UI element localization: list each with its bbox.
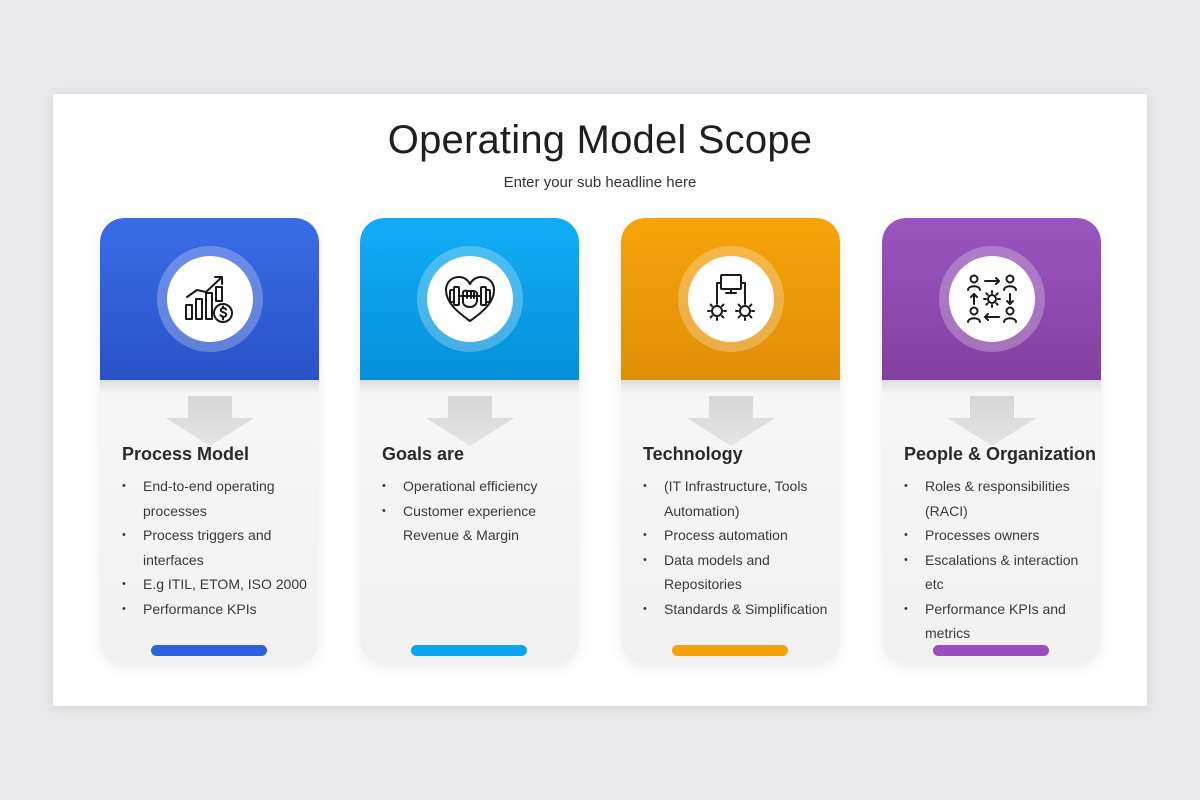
icon-badge (166, 256, 253, 342)
slide-title: Operating Model Scope (387, 118, 813, 162)
icon-ring (938, 246, 1045, 352)
growth-chart-dollar-icon (184, 276, 233, 323)
card-item-list: (IT Infrastructure, Tools Automation) Pr… (643, 474, 833, 621)
card-heading: Goals are (382, 444, 465, 464)
list-item: Process triggers and interfaces (122, 523, 312, 572)
accent-bar (933, 645, 1049, 656)
icon-ring (156, 246, 263, 352)
card-header (882, 218, 1101, 394)
computer-gears-icon (706, 274, 755, 321)
card-technology: Technology (IT Infrastructure, Tools Aut… (621, 218, 840, 664)
list-item: Escalations & interaction etc (904, 548, 1094, 597)
list-item: Process automation (643, 523, 833, 548)
list-item: Operational efficiency (382, 474, 572, 499)
list-item: Roles & responsibilities (RACI) (904, 474, 1094, 523)
card-goals: Goals are Operational efficiency Custome… (360, 218, 579, 664)
list-item: Data models and Repositories (643, 548, 833, 597)
card-item-list: End-to-end operating processes Process t… (122, 474, 312, 621)
heart-fitness-icon (444, 276, 495, 322)
down-arrow-icon (686, 396, 775, 446)
list-item: End-to-end operating processes (122, 474, 312, 523)
header-shadow (882, 380, 1101, 394)
card-header (621, 218, 840, 394)
list-item: Performance KPIs and metrics (904, 597, 1094, 646)
icon-badge (948, 256, 1035, 342)
accent-bar (411, 645, 527, 656)
list-item: (IT Infrastructure, Tools Automation) (643, 474, 833, 523)
down-arrow-icon (425, 396, 514, 446)
people-process-icon (966, 274, 1017, 323)
card-header (360, 218, 579, 394)
down-arrow-icon (165, 396, 254, 446)
header-shadow (360, 380, 579, 394)
icon-badge (687, 256, 774, 342)
list-item: E.g ITIL, ETOM, ISO 2000 (122, 572, 312, 597)
slide-subtitle: Enter your sub headline here (503, 174, 697, 191)
list-item: Customer experience Revenue & Margin (382, 499, 572, 548)
icon-ring (416, 246, 523, 352)
card-people-organization: People & Organization Roles & responsibi… (882, 218, 1101, 664)
card-heading: Technology (643, 444, 743, 464)
list-item: Standards & Simplification (643, 597, 833, 622)
down-arrow-icon (947, 396, 1036, 446)
header-shadow (100, 380, 319, 394)
icon-badge (426, 256, 513, 342)
icon-ring (677, 246, 784, 352)
card-process-model: Process Model End-to-end operating proce… (100, 218, 319, 664)
header-shadow (621, 380, 840, 394)
slide: Operating Model Scope Enter your sub hea… (53, 94, 1147, 706)
card-item-list: Operational efficiency Customer experien… (382, 474, 572, 548)
card-heading: People & Organization (904, 444, 1097, 464)
list-item: Performance KPIs (122, 597, 312, 622)
accent-bar (151, 645, 267, 656)
accent-bar (672, 645, 788, 656)
card-item-list: Roles & responsibilities (RACI) Processe… (904, 474, 1094, 646)
card-header (100, 218, 319, 394)
list-item: Processes owners (904, 523, 1094, 548)
card-heading: Process Model (122, 444, 250, 464)
